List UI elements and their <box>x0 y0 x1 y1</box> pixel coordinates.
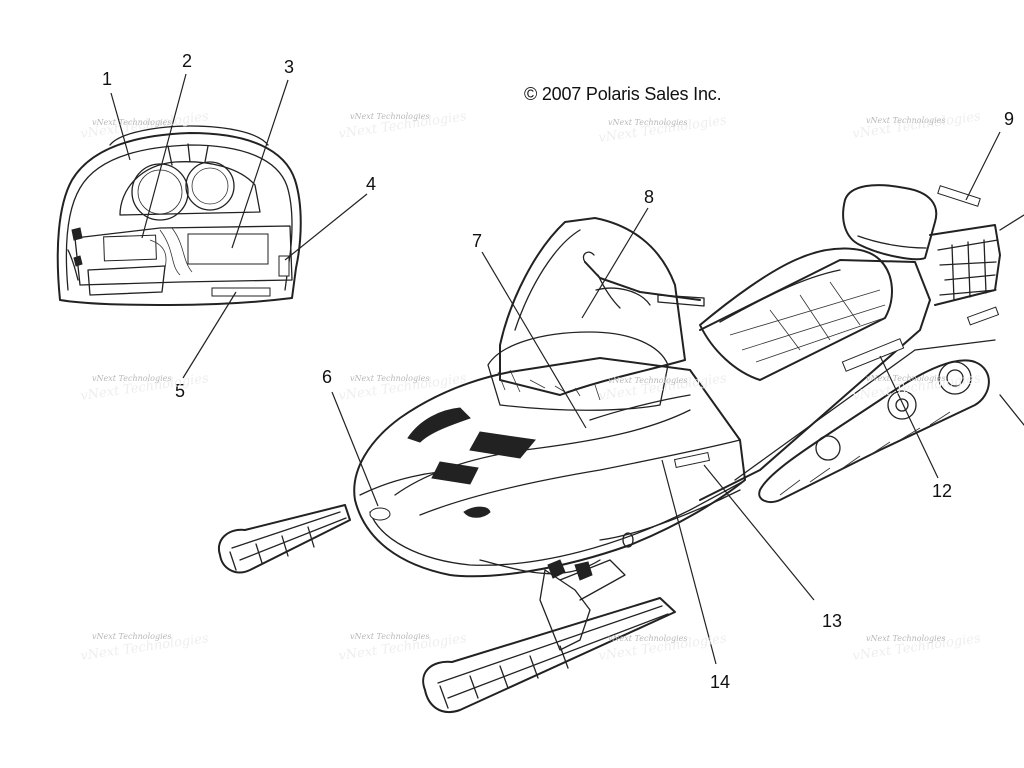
callout-13: 13 <box>822 611 843 631</box>
leader-2 <box>141 73 187 239</box>
snowmobile <box>217 184 1024 713</box>
leader-8 <box>581 207 649 319</box>
callout-9: 9 <box>1004 109 1015 129</box>
leader-6 <box>331 391 379 507</box>
leader-14 <box>661 459 717 665</box>
callout-2: 2 <box>182 51 193 71</box>
leader-7 <box>481 251 587 429</box>
callout-12: 12 <box>932 481 953 501</box>
callout-3: 3 <box>284 57 295 77</box>
leader-13 <box>703 464 815 601</box>
leader-1 <box>110 92 131 161</box>
callout-14: 14 <box>710 672 731 692</box>
callout-5: 5 <box>175 381 186 401</box>
leader-3 <box>231 79 289 249</box>
leader-lines <box>110 73 1001 665</box>
copyright-notice: © 2007 Polaris Sales Inc. <box>524 84 722 104</box>
leader-4 <box>284 193 368 261</box>
dashboard-inset <box>56 125 302 306</box>
leader-5 <box>182 291 237 379</box>
callout-1: 1 <box>102 69 113 89</box>
leader-12 <box>879 355 939 479</box>
leader-9 <box>965 131 1001 201</box>
callout-8: 8 <box>644 187 655 207</box>
callout-4: 4 <box>366 174 377 194</box>
callout-6: 6 <box>322 367 333 387</box>
callout-7: 7 <box>472 231 483 251</box>
